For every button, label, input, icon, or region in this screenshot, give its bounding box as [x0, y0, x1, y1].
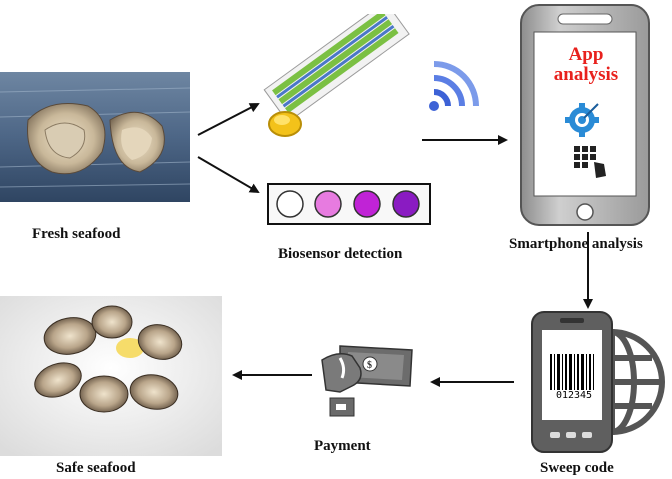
smartphone-icon	[520, 4, 650, 226]
fresh-seafood-label: Fresh seafood	[32, 226, 121, 242]
arrow-to-strip	[197, 103, 260, 136]
color-wells-plate	[267, 183, 431, 225]
barcode-number: 012345	[555, 390, 593, 401]
app-title-line2: analysis	[553, 64, 619, 85]
barcode-icon	[550, 354, 594, 390]
fresh-seafood-photo	[0, 72, 190, 202]
safe-seafood-label: Safe seafood	[56, 460, 136, 476]
biosensor-detection-label: Biosensor detection	[278, 246, 403, 262]
smartphone-analysis-label: Smartphone analysis	[509, 236, 643, 252]
dollar-coin-icon	[362, 356, 378, 372]
app-title-line1: App	[568, 44, 604, 65]
well-1	[276, 190, 304, 218]
well-2	[314, 190, 342, 218]
test-strip-icon	[263, 14, 410, 137]
well-4	[392, 190, 420, 218]
sweep-code-icon	[531, 311, 665, 453]
sweep-code-label: Sweep code	[540, 460, 614, 476]
arrow-to-wells	[197, 156, 260, 194]
safe-seafood-photo	[0, 296, 222, 456]
gear-target-icon	[565, 103, 599, 137]
svg-text:$: $	[367, 360, 372, 371]
wifi-signal-icon	[429, 61, 479, 111]
payment-label: Payment	[314, 438, 371, 454]
well-3	[353, 190, 381, 218]
payment-icon: $	[321, 345, 413, 417]
grid-touch-icon	[574, 146, 606, 178]
